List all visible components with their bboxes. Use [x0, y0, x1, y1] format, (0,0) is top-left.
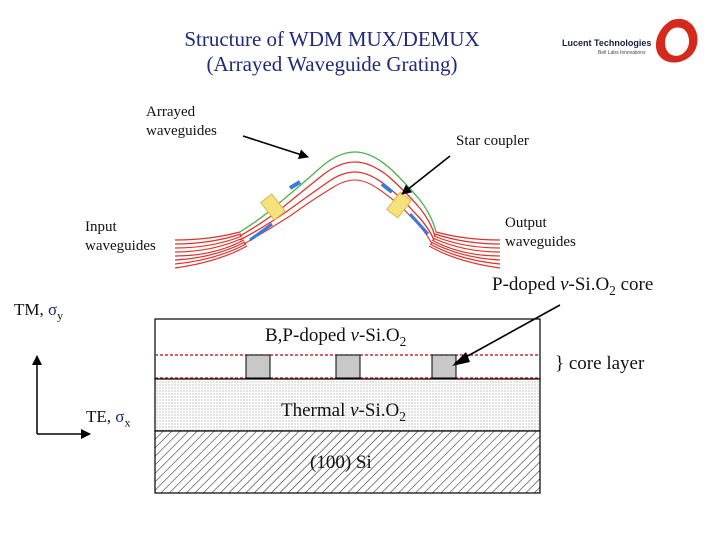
- core-pointer-head: [452, 352, 470, 366]
- core-block-2: [335, 354, 361, 379]
- star-coupler-left: [260, 193, 286, 221]
- output-waveguides-label: Output waveguides: [505, 215, 576, 250]
- polarization-axes: [32, 355, 91, 439]
- page-title-line-1: Structure of WDM MUX/DEMUX: [184, 27, 480, 51]
- input-waveguides-fan: [174, 231, 248, 269]
- core-block-3: [431, 354, 457, 379]
- substrate-label: (100) Si: [310, 452, 372, 473]
- core-pointer-line: [454, 304, 561, 364]
- arrayed-waveguides-arrow: [242, 135, 309, 159]
- output-waveguides-fan: [428, 231, 501, 269]
- te-axis-label: TE, σx: [86, 407, 131, 430]
- upper-cladding-label: B,P-doped v-Si.O2: [265, 325, 407, 349]
- lucent-ring-icon: [655, 18, 698, 63]
- tm-axis-label: TM, σy: [14, 300, 64, 323]
- star-coupler-right: [386, 191, 412, 219]
- silicon-substrate-layer: [154, 430, 541, 494]
- thermal-oxide-layer: [154, 378, 541, 432]
- star-coupler-arrow: [401, 155, 451, 195]
- core-layer-label: } core layer: [555, 353, 645, 374]
- thermal-oxide-label: Thermal v-Si.O2: [281, 400, 406, 424]
- cross-section: [154, 304, 561, 494]
- lucent-logo: Lucent Technologies Bell Labs Innovation…: [562, 12, 702, 72]
- arrayed-waveguides-label: Arrayed waveguides: [146, 104, 217, 139]
- star-coupler-label: Star coupler: [456, 133, 529, 149]
- logo-name: Lucent Technologies: [562, 38, 652, 48]
- logo-tagline: Bell Labs Innovations: [598, 50, 646, 56]
- input-waveguides-label: Input waveguides: [85, 219, 156, 254]
- core-material-label: P-doped v-Si.O2 core: [492, 274, 654, 298]
- core-block-1: [245, 354, 271, 379]
- page-title-line-2: (Arrayed Waveguide Grating): [206, 52, 458, 76]
